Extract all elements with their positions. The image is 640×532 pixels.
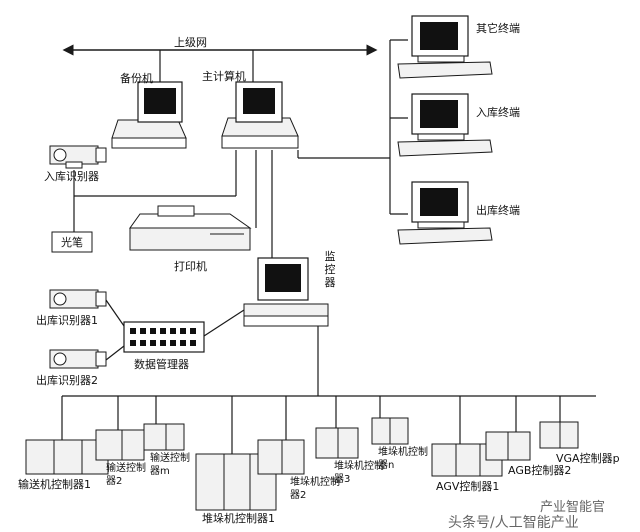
inbound-terminal-icon [397,93,493,157]
upper-network-label: 上级网 [174,36,207,49]
agv-ctrl-1-label: AGV控制器1 [436,480,500,493]
printer-label: 打印机 [174,260,207,273]
main-computer-label: 主计算机 [202,70,246,83]
other-terminal-icon [397,15,493,79]
outbound-identifier-2-icon [49,349,107,369]
agv-controller-cabinets-icon [431,421,579,477]
conveyor-ctrl-m-label: 输送控制器m [150,453,190,477]
stacker-ctrl-3-label: 堆垛机控制器3 [334,461,384,485]
backup-computer-icon [111,81,187,149]
backup-computer-label: 备份机 [120,72,153,85]
data-manager-icon [123,321,205,353]
outbound-identifier-1-icon [49,289,107,309]
conveyor-ctrl-1-label: 输送机控制器1 [18,478,91,491]
monitor-controller-icon [243,257,329,327]
monitor-label: 监控器 [324,250,336,289]
data-manager-label: 数据管理器 [134,358,189,371]
outbound-terminal-label: 出库终端 [476,204,520,217]
stacker-ctrl-n-label: 堆垛机控制器n [378,447,428,471]
stacker-controller-cabinets-icon [195,417,409,511]
inbound-identifier-label: 入库识别器 [44,170,99,183]
watermark-brand: 产业智能官 [540,500,606,515]
conveyor-ctrl-2-label: 输送控制器2 [106,463,146,487]
stacker-ctrl-2-label: 堆垛机控制器2 [290,477,340,501]
inbound-identifier-icon [49,145,107,169]
vga-ctrl-p-label: VGA控制器p [556,452,620,465]
watermark-source: 头条号/人工智能产业 [448,515,579,531]
stacker-ctrl-1-label: 堆垛机控制器1 [202,512,275,525]
light-pen-label: 光笔 [61,236,83,249]
conveyor-controller-cabinets-icon [25,423,185,475]
light-pen-box [51,231,93,253]
main-computer-icon [221,81,299,149]
printer-icon [129,205,252,251]
other-terminal-label: 其它终端 [476,22,520,35]
outbound-identifier-1-label: 出库识别器1 [36,314,98,327]
agb-ctrl-2-label: AGB控制器2 [508,464,572,477]
outbound-terminal-icon [397,181,493,245]
outbound-identifier-2-label: 出库识别器2 [36,374,98,387]
inbound-terminal-label: 入库终端 [476,106,520,119]
